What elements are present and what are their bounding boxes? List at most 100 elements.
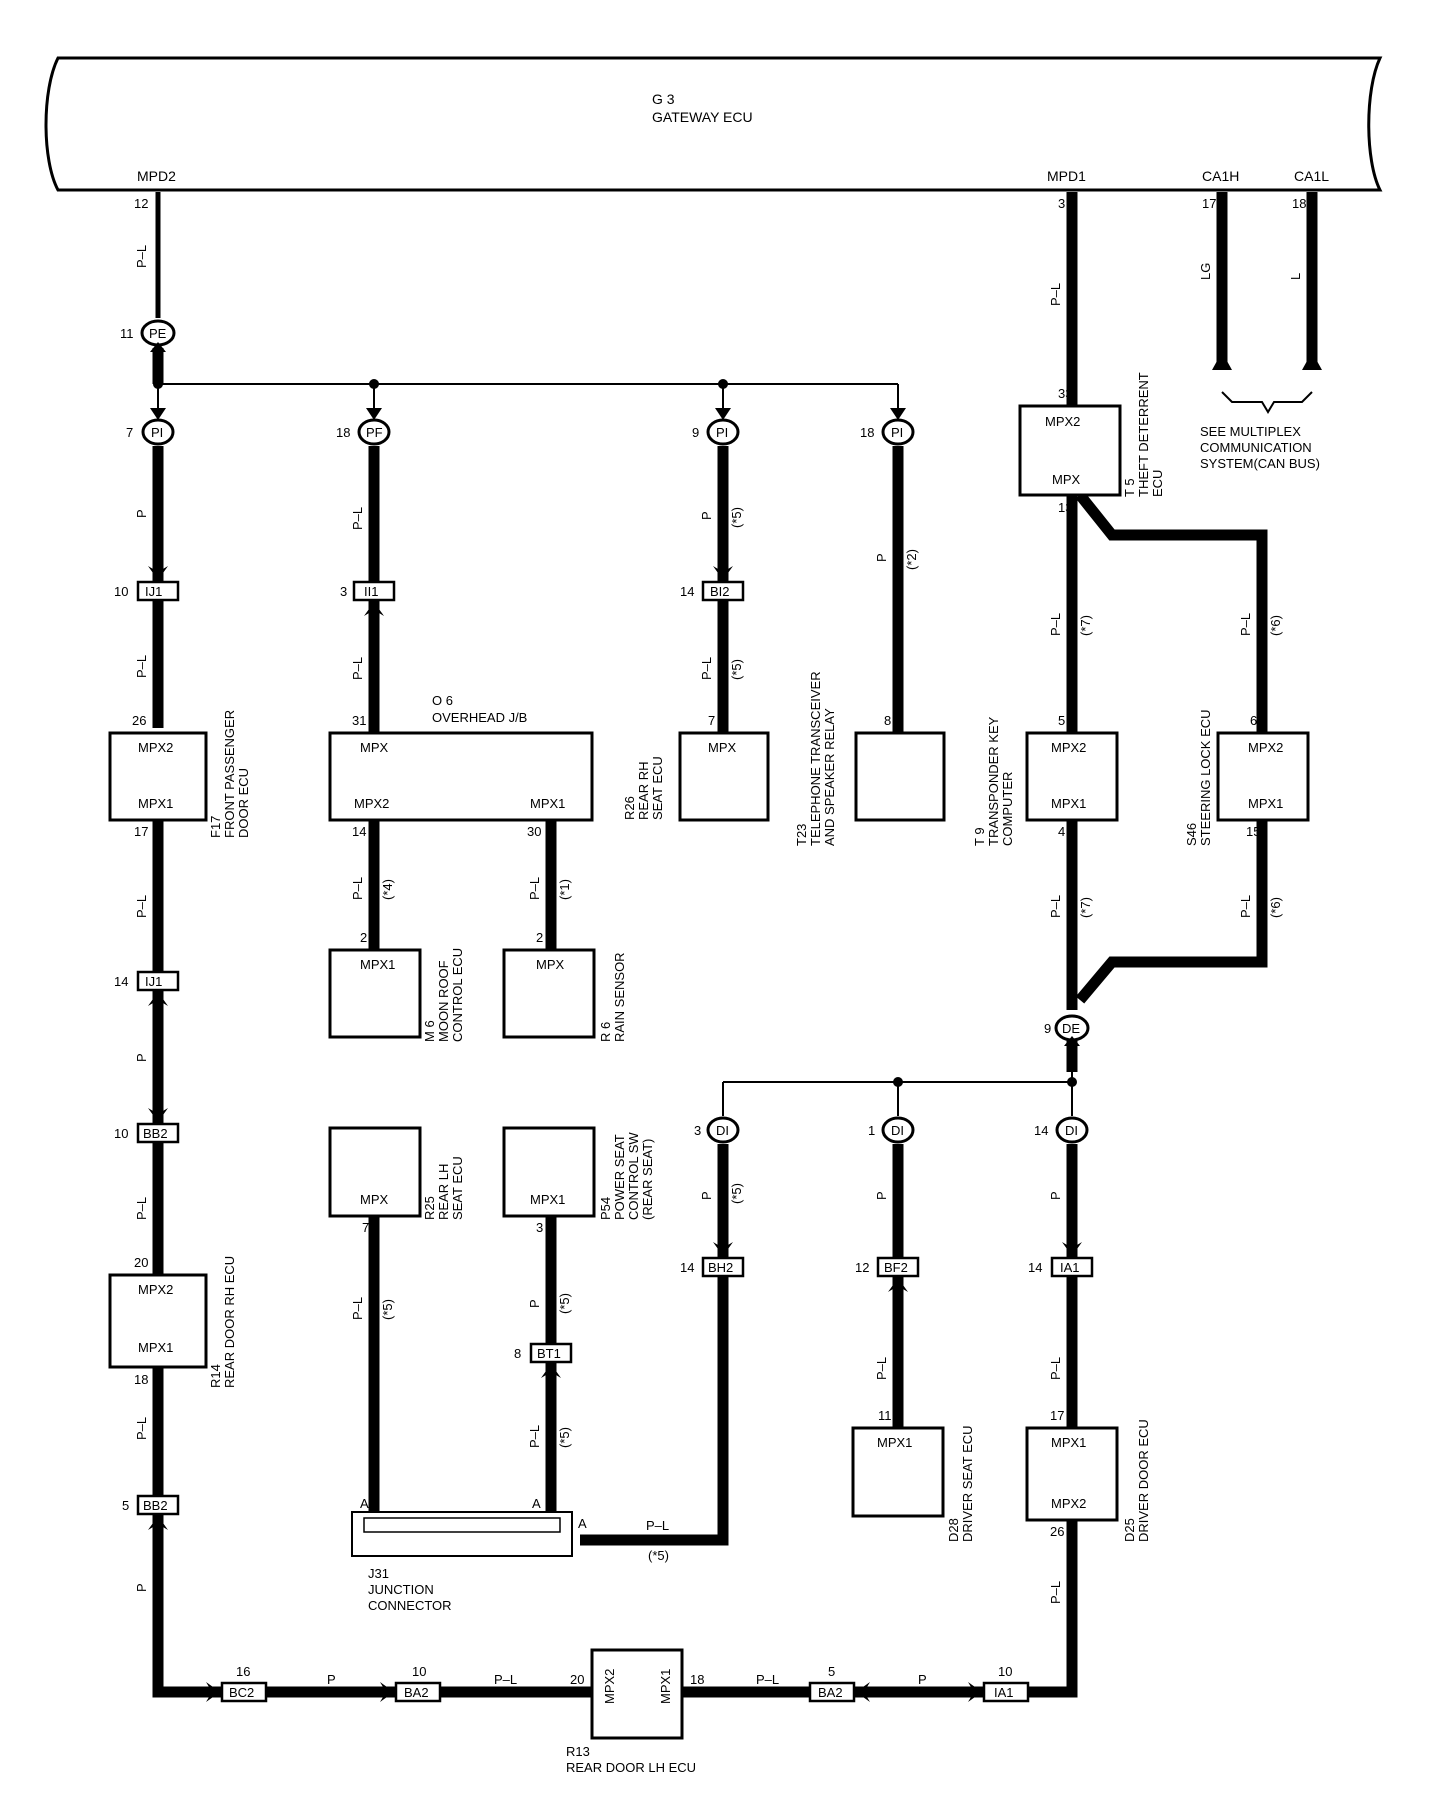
wire-color-label: P–L <box>134 895 149 918</box>
chevron-down-icon <box>715 408 731 420</box>
note-label: (*1) <box>557 879 572 900</box>
pin-number: 16 <box>236 1664 250 1679</box>
pin-label: MPX1 <box>138 796 173 811</box>
connector-label: PF <box>366 425 383 440</box>
pin-number: 14 <box>680 584 694 599</box>
chevron-down-icon <box>148 566 168 580</box>
pin-number: 8 <box>514 1346 521 1361</box>
pin-number: 2 <box>536 930 543 945</box>
gateway-id: G 3 <box>652 91 675 107</box>
note-label: (*7) <box>1078 615 1093 636</box>
component-name: JUNCTION <box>368 1582 434 1597</box>
component-id: R26 <box>622 796 637 820</box>
pin-label: MPX <box>360 740 389 755</box>
can-brace <box>1221 391 1313 414</box>
pin-label: MPX1 <box>138 1340 173 1355</box>
connector-label: IJ1 <box>145 974 162 989</box>
pin-ca1l: CA1L <box>1294 168 1329 184</box>
wire-color-label: P <box>1048 1191 1063 1200</box>
note-label: (*4) <box>380 879 395 900</box>
connector-label: IA1 <box>994 1685 1014 1700</box>
wire-color-label: LG <box>1198 263 1213 280</box>
note-text: SYSTEM(CAN BUS) <box>1200 456 1320 471</box>
component-name: SEAT ECU <box>650 756 665 820</box>
component-name: CONTROL SW <box>626 1132 641 1220</box>
pin-number: 10 <box>114 1126 128 1141</box>
chevron-down-icon <box>713 1242 733 1256</box>
component-id: R 6 <box>598 1022 613 1042</box>
component-s46: MPX2 MPX1 6 15 S46 STEERING LOCK ECU <box>1184 709 1310 846</box>
pin-number: 18 <box>860 425 874 440</box>
pin-number: 3 <box>340 584 347 599</box>
wire-color-label: P–L <box>1238 613 1253 636</box>
pin-number: 5 <box>828 1664 835 1679</box>
wire-color-label: P–L <box>1238 895 1253 918</box>
component-id: O 6 <box>432 693 453 708</box>
pin-number: 3 <box>1058 196 1065 211</box>
pin-number: 11 <box>878 1408 892 1423</box>
wire-color-label: P–L <box>1048 613 1063 636</box>
pin-number: 7 <box>362 1220 369 1235</box>
component-name: (REAR SEAT) <box>640 1139 655 1220</box>
wire-color-label: P–L <box>1048 895 1063 918</box>
gateway-name: GATEWAY ECU <box>652 109 753 125</box>
chevron-up-icon <box>364 602 384 616</box>
wire-color-label: P–L <box>874 1357 889 1380</box>
component-id: R14 <box>208 1364 223 1388</box>
wire-color-label: P <box>134 1583 149 1592</box>
multiplex-note: SEE MULTIPLEX COMMUNICATION SYSTEM(CAN B… <box>1200 424 1320 471</box>
pin-number: 14 <box>1028 1260 1042 1275</box>
connector-di-3: DI 3 <box>694 1116 740 1144</box>
pin-number: 10 <box>114 584 128 599</box>
splice-dot <box>153 379 163 389</box>
pin-number: 10 <box>998 1664 1012 1679</box>
pin-label: MPX1 <box>1051 796 1086 811</box>
splice-dot <box>893 1077 903 1087</box>
wires <box>152 192 1318 1698</box>
pin-label: MPX1 <box>530 1192 565 1207</box>
pin-label: MPX <box>708 740 737 755</box>
pin-number: 11 <box>120 326 134 341</box>
wire-color-label: P <box>874 553 889 562</box>
component-m6: MPX1 2 M 6 MOON ROOF CONTROL ECU <box>328 930 465 1042</box>
wire-color-label: P–L <box>1048 1357 1063 1380</box>
pin-label: MPX1 <box>530 796 565 811</box>
pin-number: 5 <box>1058 713 1065 728</box>
connector-label: BF2 <box>884 1260 908 1275</box>
junction-de: DE 9 <box>1044 1014 1090 1042</box>
pin-number: 1 <box>868 1123 875 1138</box>
note-label: (*7) <box>1078 897 1093 918</box>
note-label: (*5) <box>729 507 744 528</box>
component-id: D25 <box>1122 1518 1137 1542</box>
component-id: D28 <box>946 1518 961 1542</box>
connector-pi-18: PI 18 <box>860 418 915 446</box>
note-label: (*6) <box>1268 615 1283 636</box>
component-o6: O 6 OVERHEAD J/B MPX MPX2 MPX1 31 14 30 <box>328 693 594 839</box>
wire-color-label: P–L <box>646 1518 669 1533</box>
note-text: SEE MULTIPLEX <box>1200 424 1301 439</box>
wire-labels: P–L P P–L P–L P P–L P–L P P–L P–L P–L (*… <box>134 245 1303 1687</box>
pin-number: 14 <box>352 824 366 839</box>
connector-pf-18: PF 18 <box>336 418 391 446</box>
splice-dot <box>1067 1077 1077 1087</box>
pin-number: 15 <box>1246 824 1260 839</box>
component-d28: MPX1 11 D28 DRIVER SEAT ECU <box>851 1408 975 1542</box>
connector-label: BH2 <box>708 1260 733 1275</box>
pin-number: 14 <box>1034 1123 1048 1138</box>
pin-number: 20 <box>134 1255 148 1270</box>
pin-mpd1: MPD1 <box>1047 168 1086 184</box>
pin-label: MPX2 <box>138 740 173 755</box>
can-arrow-icon <box>1302 352 1322 370</box>
chevron-up-icon <box>541 1364 561 1378</box>
connector-label: PI <box>716 425 728 440</box>
component-name: DRIVER DOOR ECU <box>1136 1419 1151 1542</box>
chevron-down-icon <box>890 408 906 420</box>
